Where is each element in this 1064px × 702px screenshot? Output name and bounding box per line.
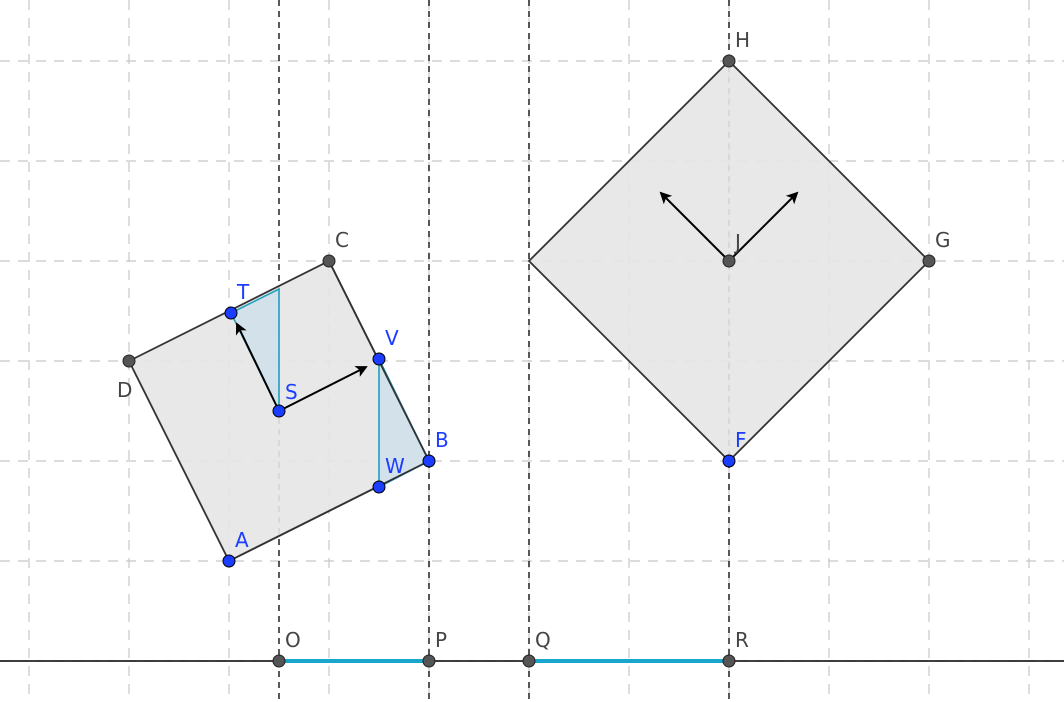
point-p-label: P — [435, 628, 447, 652]
point-p[interactable]: P — [422, 628, 447, 668]
point-h-label: H — [735, 28, 750, 52]
point-g[interactable]: G — [922, 228, 951, 268]
point-s-dot[interactable] — [272, 404, 286, 418]
vector-s-right[interactable] — [278, 366, 368, 412]
point-f[interactable]: F — [722, 428, 747, 468]
point-h-dot[interactable] — [722, 54, 736, 68]
point-c[interactable]: C — [322, 228, 349, 268]
point-a-label: A — [235, 528, 249, 552]
point-g-dot[interactable] — [922, 254, 936, 268]
point-q[interactable]: Q — [522, 628, 551, 668]
point-v[interactable]: V — [372, 326, 399, 366]
point-j[interactable]: J — [722, 230, 741, 268]
point-w-label: W — [385, 454, 405, 478]
point-s-label: S — [285, 380, 298, 404]
point-f-label: F — [735, 428, 747, 452]
point-a-dot[interactable] — [222, 554, 236, 568]
point-o-dot[interactable] — [272, 654, 286, 668]
point-d[interactable]: D — [117, 354, 136, 402]
point-w-dot[interactable] — [372, 480, 386, 494]
vector-s-to-t[interactable] — [235, 322, 280, 412]
point-t[interactable]: T — [224, 280, 250, 320]
point-f-dot[interactable] — [722, 454, 736, 468]
vector-j-right[interactable] — [728, 191, 799, 262]
point-j-label: J — [733, 230, 741, 254]
point-b-dot[interactable] — [422, 454, 436, 468]
point-d-dot[interactable] — [122, 354, 136, 368]
edge-ab — [228, 460, 430, 562]
point-r[interactable]: R — [722, 628, 749, 668]
point-d-label: D — [117, 378, 132, 402]
point-s[interactable]: S — [272, 380, 298, 418]
point-q-label: Q — [535, 628, 551, 652]
vertical-guide-lines — [278, 0, 730, 702]
point-h[interactable]: H — [722, 28, 750, 68]
point-v-label: V — [385, 326, 399, 350]
point-p-dot[interactable] — [422, 654, 436, 668]
point-w[interactable]: W — [372, 454, 405, 494]
point-t-label: T — [236, 280, 250, 304]
point-r-label: R — [735, 628, 749, 652]
point-g-label: G — [935, 228, 951, 252]
point-r-dot[interactable] — [722, 654, 736, 668]
point-j-dot[interactable] — [722, 254, 736, 268]
vector-j-left[interactable] — [659, 191, 730, 262]
point-q-dot[interactable] — [522, 654, 536, 668]
point-b-label: B — [435, 428, 449, 452]
point-o[interactable]: O — [272, 628, 301, 668]
point-c-label: C — [335, 228, 349, 252]
point-t-dot[interactable] — [224, 306, 238, 320]
point-v-dot[interactable] — [372, 352, 386, 366]
point-c-dot[interactable] — [322, 254, 336, 268]
point-o-label: O — [285, 628, 301, 652]
point-a[interactable]: A — [222, 528, 249, 568]
point-b[interactable]: B — [422, 428, 449, 468]
